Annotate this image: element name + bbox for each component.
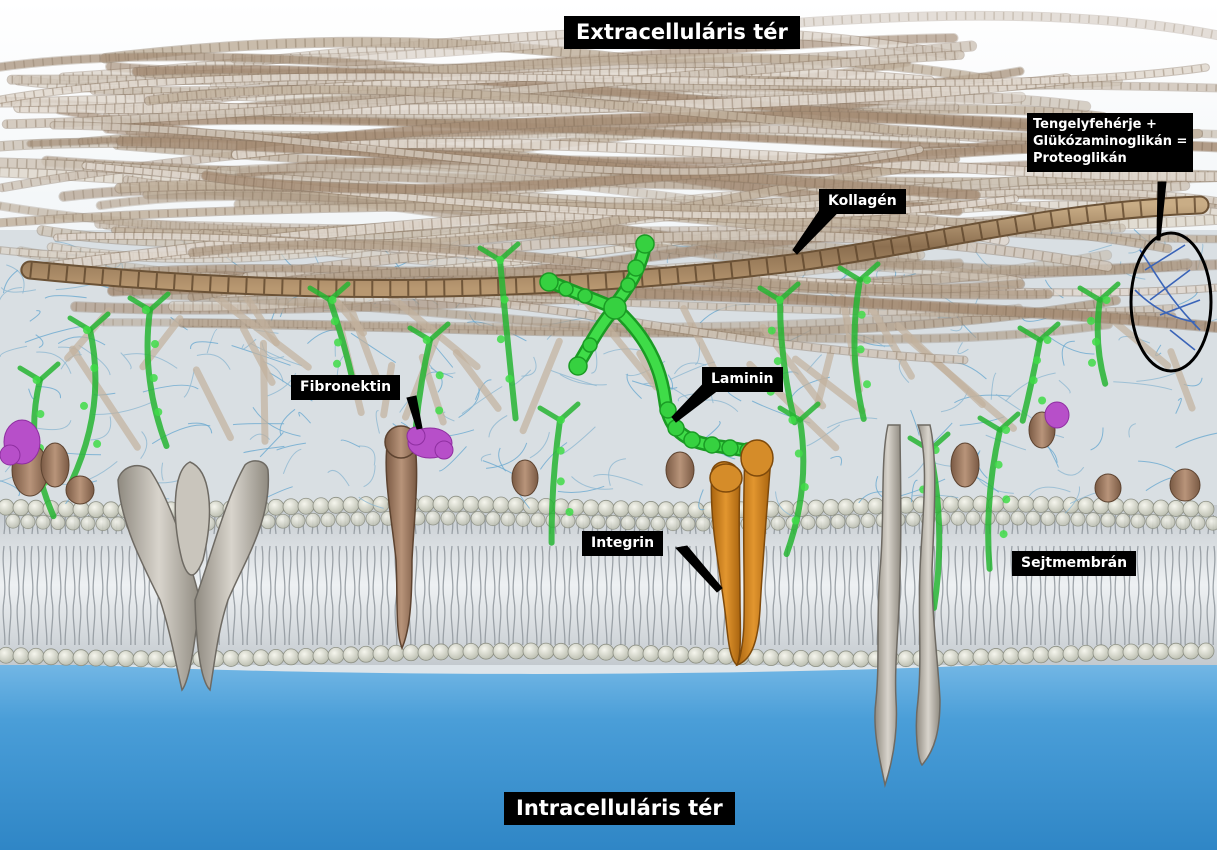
cell-membrane-label: Sejtmembrán xyxy=(1012,551,1136,576)
collagen-label: Kollagén xyxy=(819,189,906,214)
laminin-label: Laminin xyxy=(702,367,783,392)
intracellular-space-label: Intracelluláris tér xyxy=(504,792,735,825)
extracellular-space-label: Extracelluláris tér xyxy=(564,16,800,49)
integrin-label: Integrin xyxy=(582,531,663,556)
fibronectin-label: Fibronektin xyxy=(291,375,400,400)
proteoglycan-label: Tengelyfehérje + Glükózaminoglikán = Pro… xyxy=(1027,113,1193,172)
